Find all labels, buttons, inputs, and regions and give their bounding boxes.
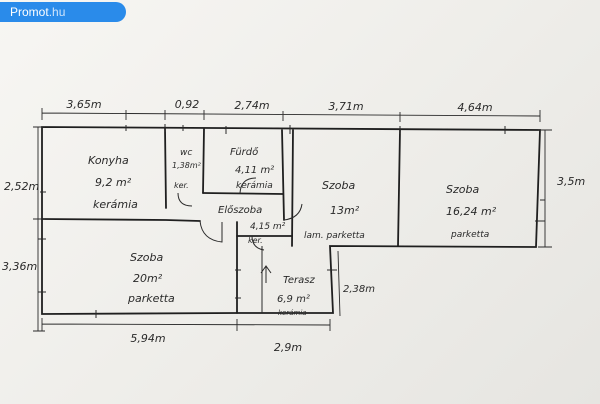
dimension-line-bottom — [41, 318, 331, 331]
room-floor: ker. — [248, 236, 263, 245]
door-swing-room — [251, 235, 265, 251]
room-area: 4,11 m² — [235, 165, 274, 176]
room-floor: lam. parketta — [304, 231, 365, 241]
dimension-line-left — [33, 126, 45, 332]
dim-label-top-4: 3,71m — [328, 100, 363, 113]
room-name: Előszoba — [218, 204, 262, 216]
site-badge[interactable]: Promot.hu — [0, 2, 126, 22]
room-floor: kerámia — [236, 181, 273, 191]
door-swing-hall — [283, 203, 303, 221]
room-name: Terasz — [283, 275, 315, 286]
room-floor: parketta — [127, 292, 175, 305]
entry-arrow-icon — [260, 265, 272, 283]
room-area: 4,15 m² — [250, 222, 286, 232]
site-badge-name: Promot — [10, 5, 49, 19]
window-mark — [38, 124, 545, 318]
room-name: Fürdő — [230, 146, 259, 158]
dim-label-bottom-right: 2,9m — [274, 341, 302, 354]
room-szoba-right: Szoba 16,24 m² parketta — [446, 183, 497, 240]
dimension-line-terrace — [337, 250, 341, 317]
site-badge-suffix: .hu — [48, 5, 66, 19]
dim-label-bottom-left: 5,94m — [130, 332, 165, 345]
dim-label-left-lower: 3,36m — [2, 260, 37, 273]
dim-label-top-5: 4,64m — [457, 101, 492, 114]
middle-room-left-wall — [291, 129, 294, 247]
dim-label-top-3: 2,74m — [234, 99, 269, 112]
room-terasz: Terasz 6,9 m² kerámia — [277, 275, 315, 317]
room-konyha: Konyha 9,2 m² kerámia — [88, 154, 138, 211]
dim-label-terrace-side: 2,38m — [343, 284, 375, 295]
outer-wall — [41, 126, 541, 315]
room-wc: wc 1,38m² ker. — [172, 148, 202, 190]
room-name: wc — [180, 148, 192, 158]
dim-label-top-2: 0,92 — [175, 98, 200, 111]
kitchen-bath-wall — [164, 127, 167, 209]
dim-label-right: 3,5m — [557, 175, 585, 188]
room-floor: kerámia — [93, 198, 138, 211]
door-swing-wc — [177, 192, 193, 207]
room-eloszoba: Előszoba 4,15 m² ker. — [218, 204, 286, 245]
door-swing-kitchen — [199, 220, 223, 243]
room-area: 16,24 m² — [446, 205, 497, 218]
room-name: Konyha — [88, 154, 129, 167]
dimension-line-right — [538, 129, 552, 248]
room-szoba-middle: Szoba 13m² lam. parketta — [304, 179, 365, 241]
room-floor: ker. — [174, 181, 189, 190]
room-name: Szoba — [446, 183, 479, 196]
room-furdo: Fürdő 4,11 m² kerámia — [230, 146, 274, 191]
room-area: 20m² — [133, 272, 163, 285]
room-szoba-bottom: Szoba 20m² parketta — [127, 251, 175, 305]
room-divider-wall — [397, 129, 401, 247]
door-swing-bath — [239, 177, 257, 194]
dim-label-left-upper: 2,52m — [4, 180, 39, 193]
room-area: 1,38m² — [172, 161, 202, 170]
room-name: Szoba — [322, 179, 355, 192]
bath-bottom-wall — [202, 192, 284, 195]
wc-bath-wall — [202, 128, 205, 194]
room-floor: parketta — [450, 230, 489, 240]
room-floor: kerámia — [278, 309, 307, 317]
room-area: 6,9 m² — [277, 294, 310, 305]
room-area: 9,2 m² — [95, 176, 132, 189]
dim-label-top-1: 3,65m — [66, 98, 101, 111]
room-area: 13m² — [330, 204, 360, 217]
dimension-line-top — [41, 108, 541, 122]
kitchen-bottom-wall — [41, 218, 201, 222]
bath-right-wall — [281, 129, 285, 221]
room-name: Szoba — [130, 251, 163, 264]
